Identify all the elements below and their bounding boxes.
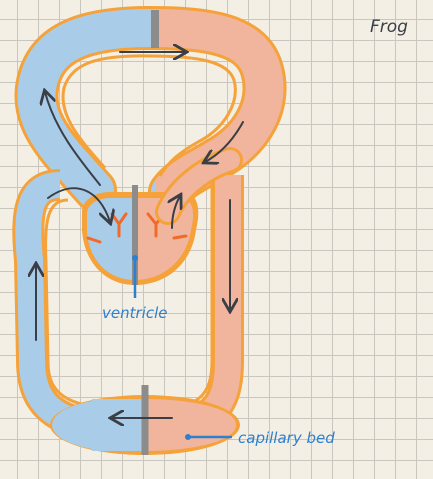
capillary-bed-label: capillary bed <box>238 429 335 447</box>
diagram-title: Frog <box>370 17 408 37</box>
ventricle-label: ventricle <box>102 304 167 322</box>
systemic-loop <box>12 169 244 455</box>
flow-arrows <box>36 52 244 418</box>
label-pointers <box>132 255 232 440</box>
